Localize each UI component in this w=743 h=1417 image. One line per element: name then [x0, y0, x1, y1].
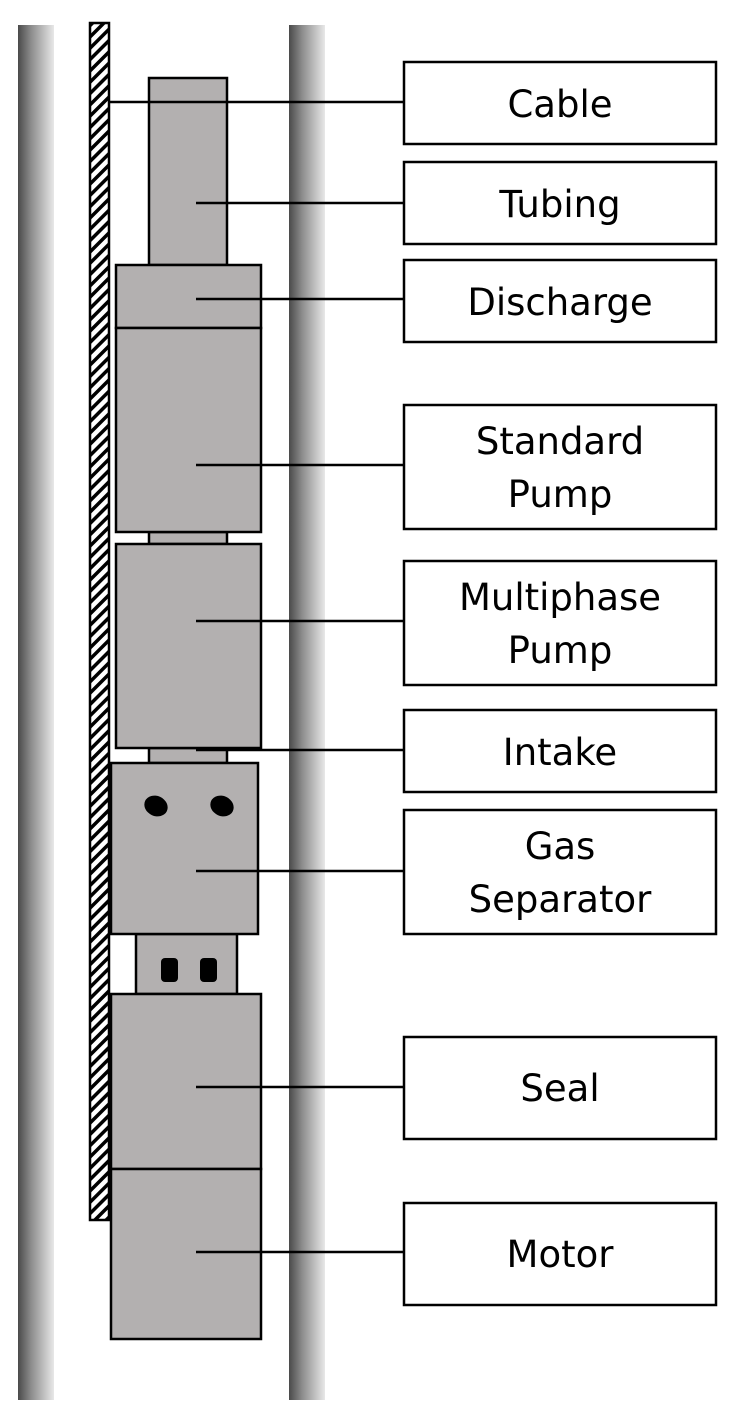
casing-left-wall — [18, 25, 54, 1400]
label-motor: Motor — [402, 1201, 718, 1307]
discharge-body — [114, 263, 263, 330]
label-gas-separator: Gas Separator — [402, 808, 718, 936]
label-multiphase-pump: Multiphase Pump — [402, 559, 718, 687]
gas-separator-body — [109, 761, 260, 936]
casing-right-wall — [289, 25, 325, 1400]
separator-port-left — [144, 795, 168, 817]
coupling-port-right — [200, 958, 217, 982]
label-intake-text: Intake — [503, 731, 617, 774]
label-seal-text: Seal — [520, 1067, 599, 1110]
label-intake: Intake — [402, 708, 718, 794]
label-tubing: Tubing — [402, 160, 718, 246]
pump-coupling-1 — [147, 530, 229, 546]
label-cable-text: Cable — [507, 83, 612, 126]
separator-coupling — [134, 932, 239, 996]
separator-port-right — [210, 795, 234, 817]
tubing-body — [147, 76, 229, 267]
seal-body — [109, 992, 263, 1171]
multiphase-pump-body — [114, 542, 263, 750]
motor-body — [109, 1167, 263, 1341]
label-multiphase-pump-line2: Pump — [508, 629, 613, 672]
label-discharge-text: Discharge — [467, 281, 652, 324]
label-gas-separator-line2: Separator — [469, 878, 652, 921]
label-seal: Seal — [402, 1035, 718, 1141]
label-gas-separator-line1: Gas — [525, 825, 596, 868]
label-cable: Cable — [402, 60, 718, 146]
label-motor-text: Motor — [507, 1233, 615, 1276]
label-multiphase-pump-line1: Multiphase — [459, 576, 661, 619]
label-tubing-text: Tubing — [498, 183, 620, 226]
label-standard-pump: Standard Pump — [402, 403, 718, 531]
leader-lines — [109, 100, 404, 1254]
label-discharge: Discharge — [402, 258, 718, 344]
label-standard-pump-line1: Standard — [476, 420, 644, 463]
coupling-port-left — [161, 958, 178, 982]
label-standard-pump-line2: Pump — [508, 473, 613, 516]
cable-strip — [88, 21, 111, 1222]
standard-pump-body — [114, 326, 263, 534]
